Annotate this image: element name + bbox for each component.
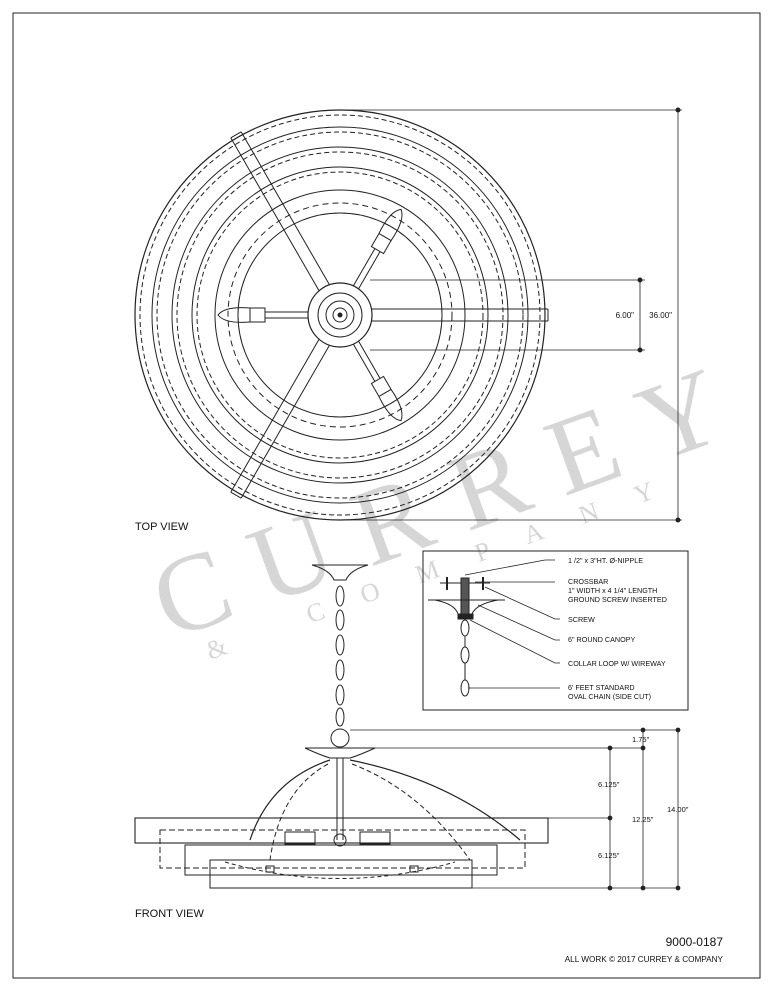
dim-6-125-upper: 6.125" — [598, 780, 620, 789]
candle-arm — [351, 339, 403, 422]
dim-36in: 36.00" — [649, 311, 672, 320]
candle-arm — [217, 307, 310, 323]
top-view-drawing — [134, 109, 549, 521]
callout-crossbar-size: 1" WIDTH x 4 1/4" LENGTH — [568, 586, 657, 595]
dim-12-25: 12.25" — [632, 815, 654, 824]
callout-crossbar: CROSSBAR — [568, 577, 608, 586]
callout-screw: SCREW — [568, 615, 595, 624]
front-dimension-lines — [350, 727, 681, 891]
part-number: 9000-0187 — [666, 935, 724, 949]
callout-chain-type: OVAL CHAIN (SIDE CUT) — [568, 692, 651, 701]
callout-canopy: 6" ROUND CANOPY — [568, 635, 635, 644]
front-view-label: FRONT VIEW — [135, 908, 204, 920]
top-view-label: TOP VIEW — [135, 521, 189, 533]
sheet-border — [12, 12, 761, 979]
copyright: ALL WORK © 2017 CURREY & COMPANY — [565, 955, 724, 964]
dim-6in: 6.00" — [616, 311, 635, 320]
dim-6-125-lower: 6.125" — [598, 851, 620, 860]
dim-14: 14.00" — [667, 805, 689, 814]
hanging-detail — [422, 550, 689, 711]
watermark-logo: CURREY & COMPANY — [136, 334, 766, 666]
candle-arm — [351, 208, 403, 291]
callout-chain: 6' FEET STANDARD — [568, 683, 635, 692]
detail-callouts: 1 /2" x 3"HT. Ø-NIPPLE CROSSBAR 1" WIDTH… — [568, 556, 667, 701]
front-view-drawing — [134, 564, 549, 889]
callout-ground-screw: GROUND SCREW INSERTED — [568, 595, 667, 604]
callout-collar-loop: COLLAR LOOP W/ WIREWAY — [568, 659, 666, 668]
dim-1-75: 1.75" — [632, 735, 650, 744]
top-dimension-lines — [340, 107, 682, 523]
callout-nipple: 1 /2" x 3"HT. Ø-NIPPLE — [568, 556, 643, 565]
